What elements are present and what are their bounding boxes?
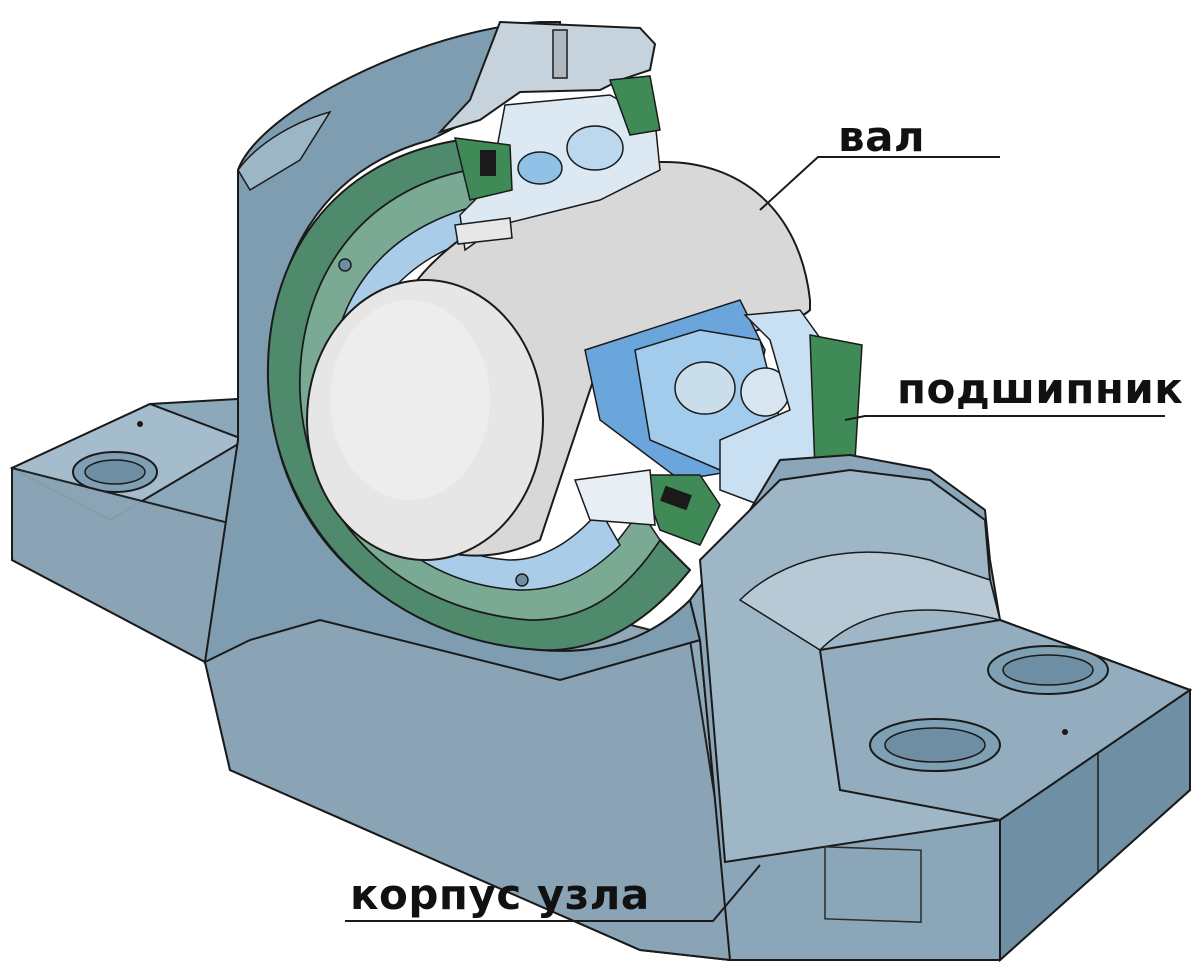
- upper-roller: [566, 125, 624, 171]
- locking-nut: [573, 469, 656, 526]
- housing-cap-section: [436, 20, 657, 135]
- housing-right-side: [999, 688, 1191, 963]
- label-bearing: подшипник: [897, 364, 1184, 413]
- garter-spring: [454, 217, 513, 245]
- leader-line-housing: [345, 864, 761, 922]
- lower-seal-left: [638, 474, 721, 546]
- lower-roller-1: [674, 361, 736, 415]
- leader-line-bearing: [844, 415, 1165, 421]
- leader-line-shaft: [759, 156, 1000, 211]
- cap-bolt: [552, 29, 568, 79]
- housing-right-saddle: [738, 551, 1002, 651]
- upper-seal-right: [608, 75, 661, 136]
- housing-marking-plate: [824, 846, 922, 923]
- outer-ring: [719, 309, 826, 506]
- housing-arch-highlight: [237, 110, 332, 192]
- label-shaft: вал: [838, 112, 926, 161]
- label-housing: корпус узла: [350, 870, 650, 919]
